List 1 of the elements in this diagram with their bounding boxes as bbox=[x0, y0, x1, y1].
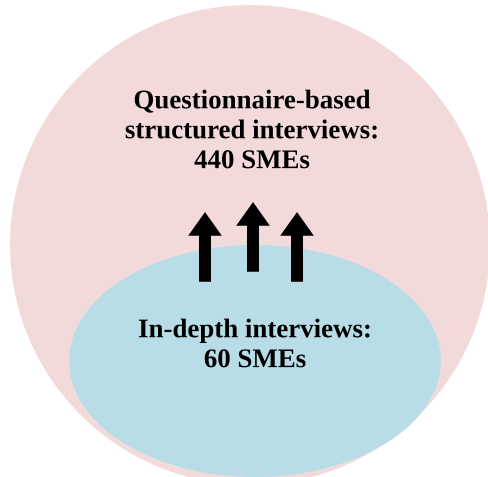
ellipse-region: In-depth interviews: 60 SMEs bbox=[69, 244, 441, 477]
